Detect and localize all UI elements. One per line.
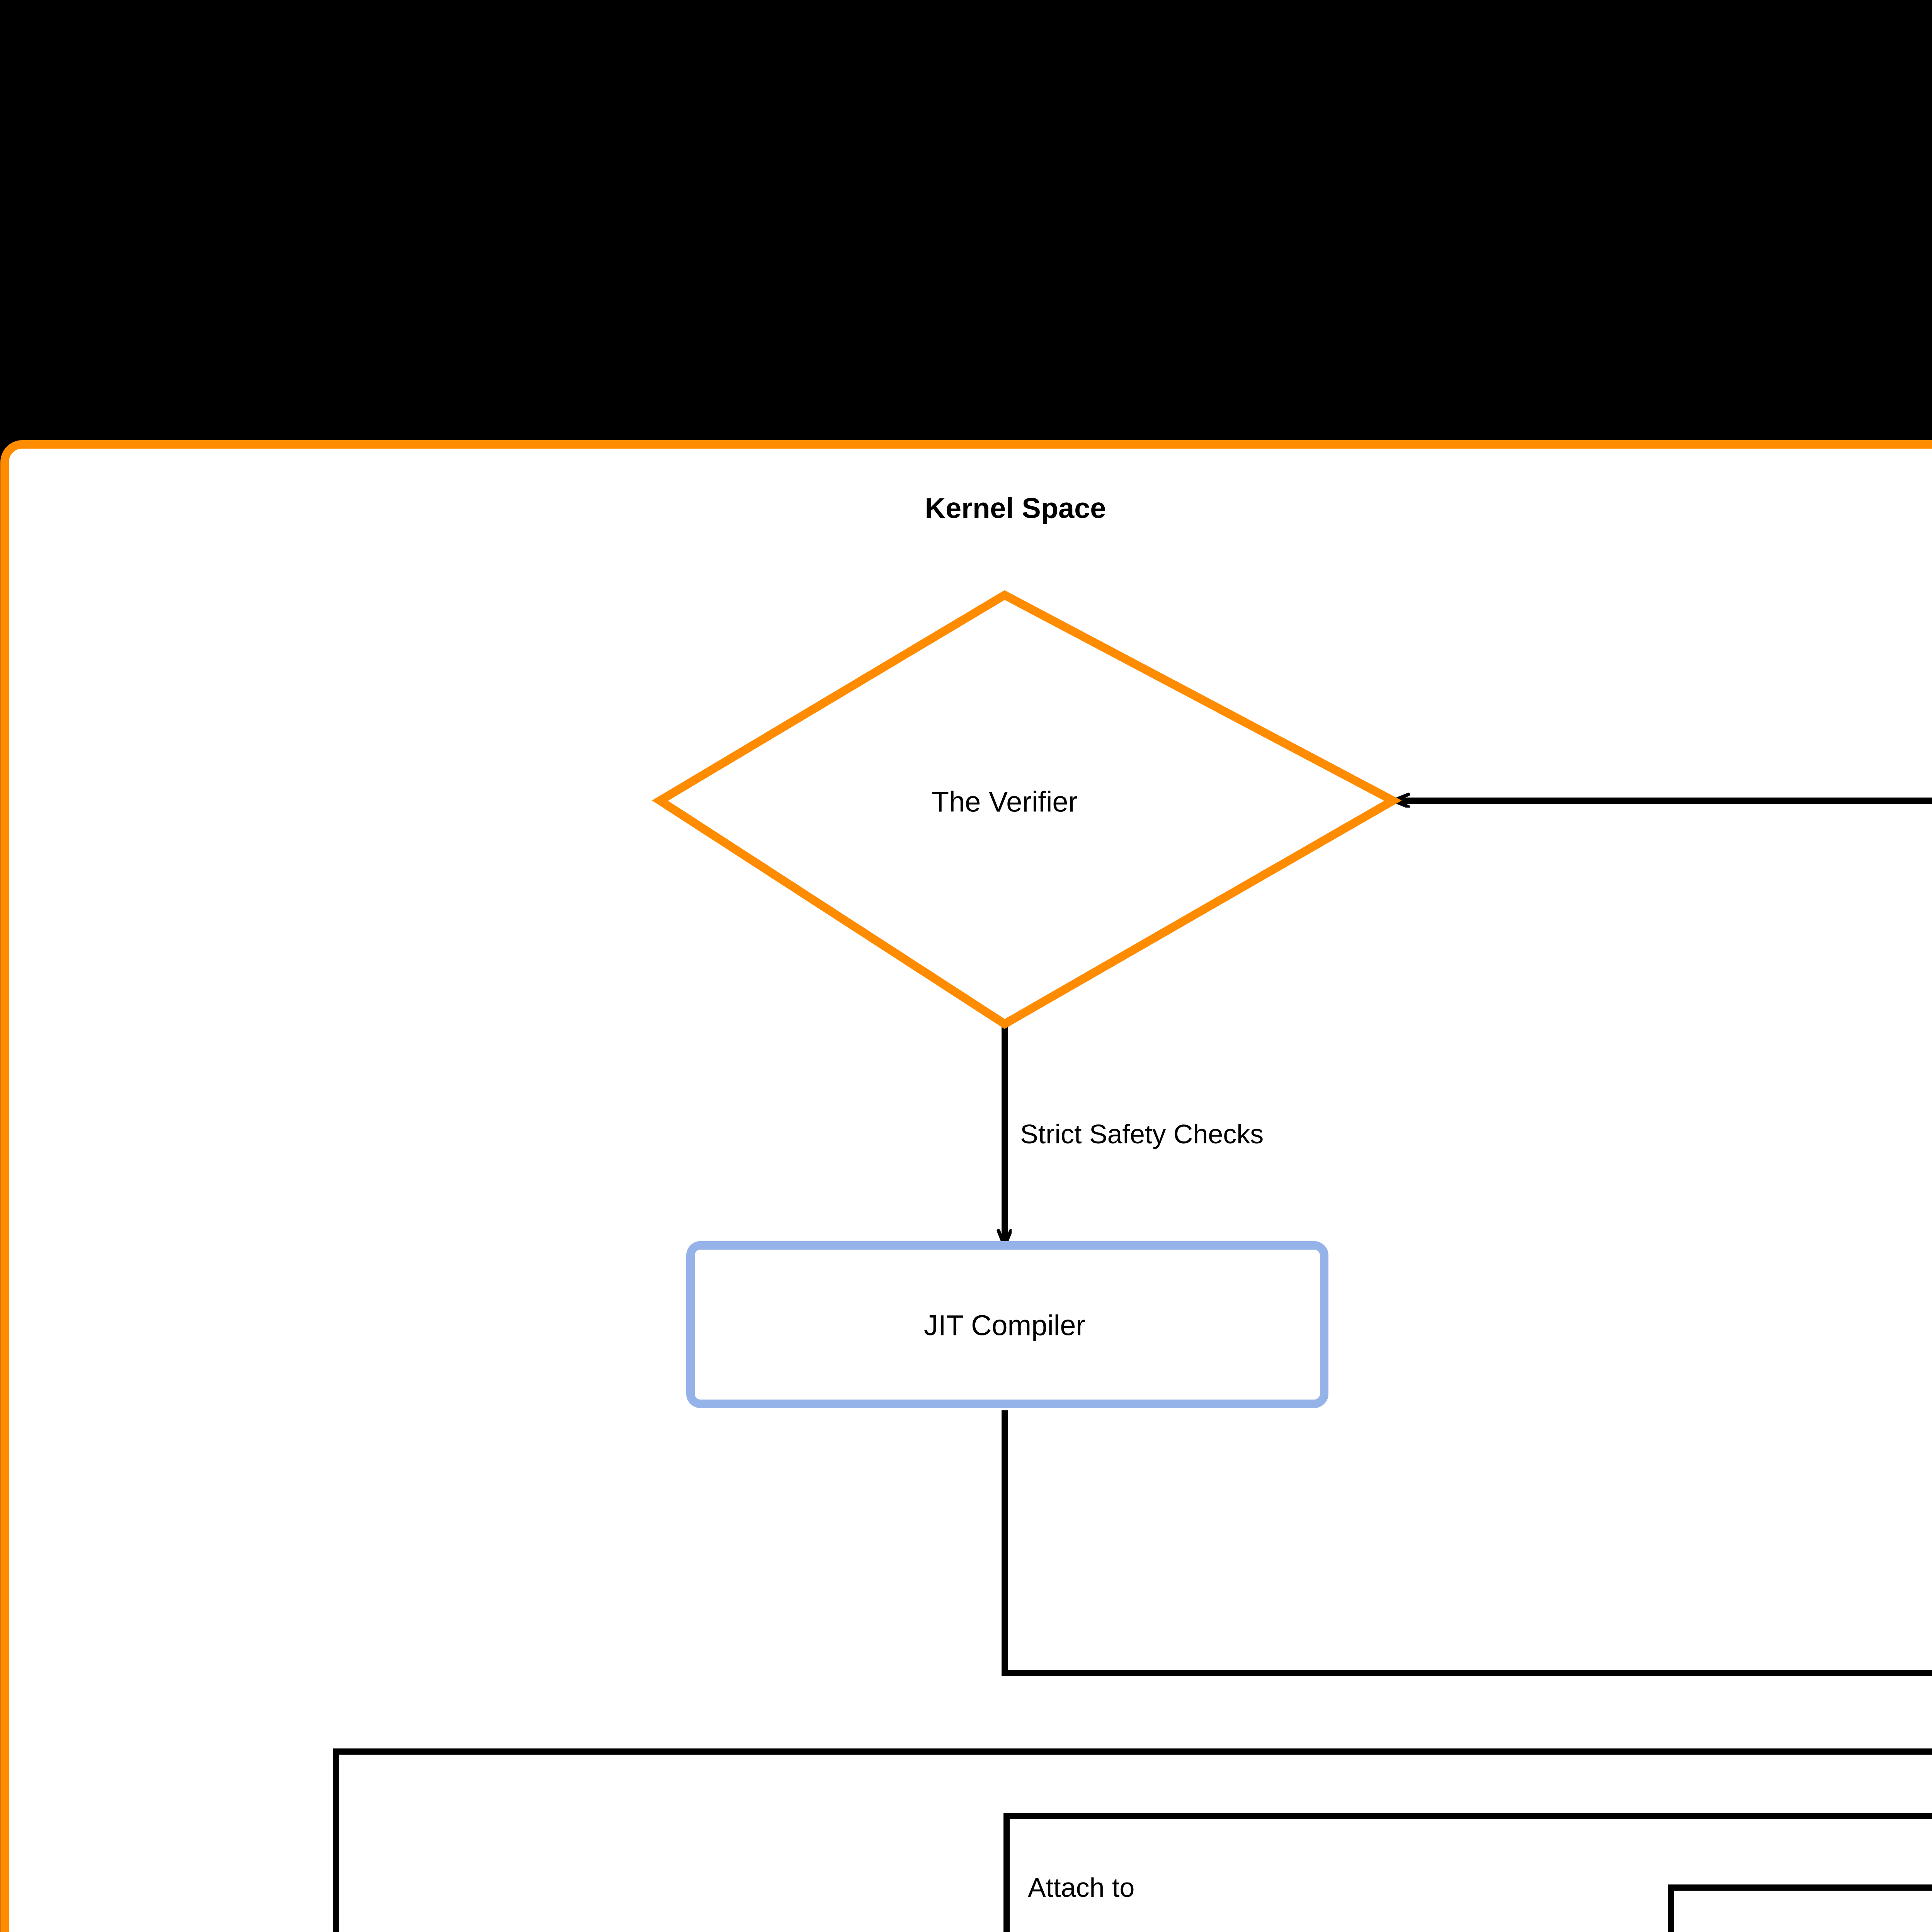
edge-attach-tracepoints bbox=[1668, 1884, 1932, 1932]
container-kernel-space bbox=[0, 440, 1932, 1932]
edge-attach-network-stack bbox=[333, 1748, 1932, 1932]
node-jit-compiler[interactable] bbox=[686, 1241, 1328, 1408]
edge-attach-syscalls bbox=[1003, 1813, 1932, 1932]
edge-bytecode-to-verifier bbox=[1393, 659, 1932, 801]
node-the-verifier[interactable] bbox=[652, 590, 1402, 1029]
edge-jit-to-vm bbox=[1002, 1410, 1932, 1676]
